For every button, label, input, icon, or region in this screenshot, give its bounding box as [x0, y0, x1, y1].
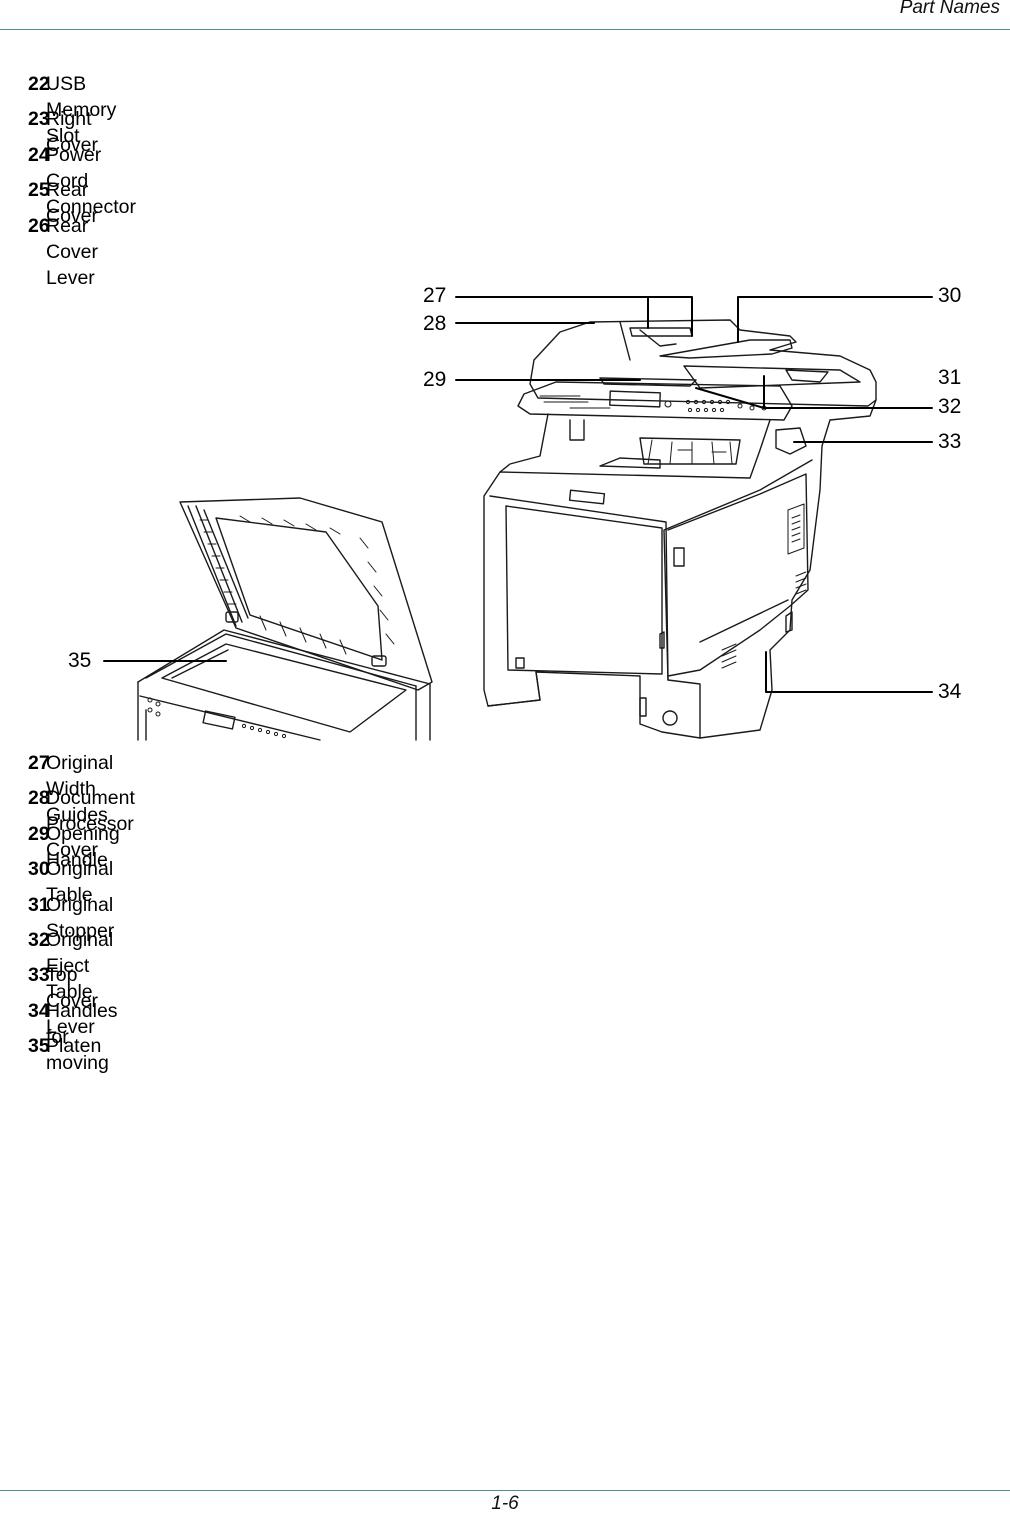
legend-item-number: 31 [28, 893, 50, 916]
legend-item-number: 26 [28, 214, 50, 237]
legend-item-label: Power Cord Connector [46, 143, 136, 218]
legend-item-label: Platen [46, 1035, 102, 1058]
legend-item-number: 32 [28, 928, 50, 951]
callout-30: 30 [938, 284, 962, 307]
legend-item-number: 28 [28, 787, 50, 810]
legend-item-label: Original Stopper [46, 893, 115, 942]
footer-divider [0, 1490, 1010, 1491]
callout-35: 35 [68, 649, 92, 672]
legend-item-label: Original Table [46, 858, 114, 907]
callout-32: 32 [938, 395, 962, 418]
legend-item-label: Opening Handle [46, 822, 120, 871]
printer-body-drawing [483, 319, 877, 739]
callout-27: 27 [423, 284, 447, 307]
callout-33: 33 [938, 430, 962, 453]
legend-item-label: USB Memory Slot [46, 73, 117, 147]
legend-item-number: 23 [28, 108, 50, 131]
legend-item-number: 34 [28, 999, 50, 1022]
legend-item-label: Original Width Guides [46, 752, 114, 826]
legend-item-number: 30 [28, 858, 50, 881]
header-divider [0, 29, 1010, 30]
callout-29: 29 [423, 368, 447, 391]
legend-item-label: Handles for moving [46, 999, 118, 1074]
printer-illustration: 27 28 29 30 31 32 33 34 35 [0, 270, 1010, 742]
callout-34: 34 [938, 680, 962, 703]
legend-item-number: 25 [28, 179, 50, 202]
legend-item-label: Rear Cover [46, 179, 99, 228]
legend-item-number: 33 [28, 964, 50, 987]
platen-unit-drawing [137, 497, 433, 741]
legend-item-number: 35 [28, 1035, 50, 1058]
legend-item-label: Top Cover Lever [46, 964, 99, 1039]
legend-item-number: 27 [28, 752, 50, 774]
legend-item-label: Original Eject Table [46, 928, 114, 1003]
section-title: Part Names [899, 0, 1000, 18]
legend-item-label: Document Processor Cover [46, 787, 135, 862]
legend-item-number: 24 [28, 143, 50, 166]
leader-lines [103, 296, 933, 693]
callout-31: 31 [938, 366, 962, 389]
printer-drawing [103, 296, 933, 741]
callout-28: 28 [423, 312, 447, 335]
legend-item-label: Rear Cover Lever [46, 214, 99, 289]
page-number: 1-6 [491, 1493, 519, 1514]
legend-item-label: Right Cover [46, 108, 99, 157]
legend-item-number: 29 [28, 822, 50, 845]
legend-item-number: 22 [28, 73, 50, 95]
